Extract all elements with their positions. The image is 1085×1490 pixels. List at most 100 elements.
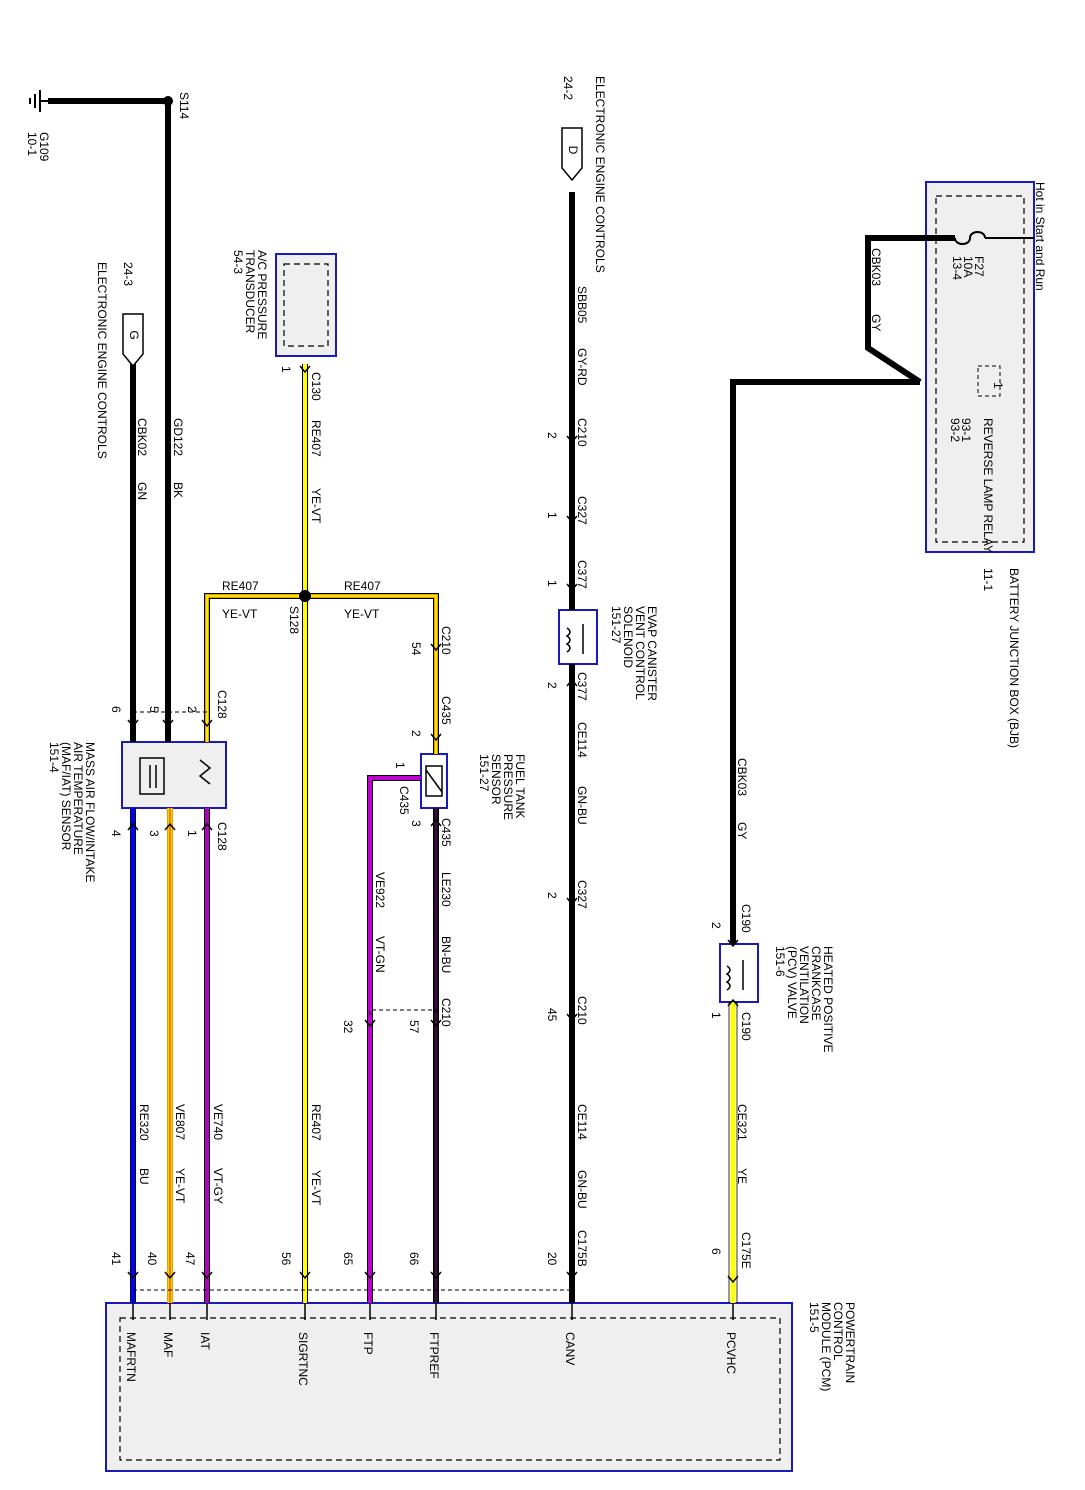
c128-b: C128: [215, 822, 229, 851]
ce114-a-circuit: CE114: [575, 722, 589, 758]
le230-circuit: LE230: [439, 872, 453, 907]
relay-coil-icon: 1: [991, 382, 1005, 389]
battery-junction-box: [925, 181, 1035, 553]
pin-maf-1: 1: [185, 830, 199, 837]
sbb05-color: GY-RD: [575, 348, 589, 386]
ac-l1: A/C PRESSURE: [255, 250, 269, 339]
pcm-sig-pcvhc: PCVHC: [724, 1332, 738, 1374]
cbk02-circuit: CBK02: [135, 418, 149, 456]
pcm-module: [105, 1302, 793, 1472]
ve807-color: YE-VT: [173, 1168, 187, 1204]
connector-chevrons: [127, 365, 739, 1284]
c435-a: C435: [439, 696, 453, 725]
c130: C130: [309, 372, 323, 401]
splice-s128: S128: [287, 606, 301, 634]
pin-pcm-6: 6: [709, 1248, 723, 1255]
ce321-color: YE: [735, 1168, 749, 1184]
pin-maf-6: 6: [109, 706, 123, 713]
shield-lines: [133, 711, 572, 1291]
pin-pcm-40: 40: [145, 1252, 159, 1266]
c190-bottom: C190: [739, 1012, 753, 1041]
sbb05-circuit: SBB05: [575, 286, 589, 324]
pcm-sig-martn: MAFRTN: [124, 1332, 138, 1382]
pin-c377-2: 2: [545, 682, 559, 689]
ce114-b-color: GN-BU: [575, 1170, 589, 1209]
pin-maf-3: 3: [147, 830, 161, 837]
ve922-circuit: VE922: [373, 872, 387, 908]
pcm-l3: MODULE (PCM): [819, 1302, 833, 1391]
ce114-b-circuit: CE114: [575, 1104, 589, 1140]
pcm-pin-stubs: [132, 1303, 734, 1320]
pcm-sig-sigrtnc: SIGRTNC: [296, 1332, 310, 1386]
cbk03-top-circuit: CBK03: [869, 248, 883, 286]
pcv-l3: VENTILATION: [797, 946, 811, 1024]
fuse-name: F27: [972, 256, 986, 277]
maf-sensor-icon: [139, 757, 212, 795]
pcm-l1: POWERTRAIN: [843, 1302, 857, 1383]
ground-id: G109: [37, 132, 51, 162]
offpage-g-label: ELECTRONIC ENGINE CONTROLS: [95, 262, 109, 459]
pcm-sig-iat: IAT: [198, 1332, 212, 1350]
pcm-sig-ftp: FTP: [361, 1332, 375, 1355]
c210-a: C210: [575, 418, 589, 447]
pin-pcm-65: 65: [341, 1252, 355, 1266]
offpage-d-label: ELECTRONIC ENGINE CONTROLS: [593, 76, 607, 273]
c327-a: C327: [575, 496, 589, 525]
pin-c210-57: 57: [407, 1020, 421, 1034]
ve807-circuit: VE807: [173, 1104, 187, 1140]
fuse-ref: 13-4: [950, 256, 964, 280]
evap-solenoid-box: [558, 609, 598, 665]
c327-b: C327: [575, 880, 589, 909]
c377-b: C377: [575, 672, 589, 701]
offpage-connector-d[interactable]: D: [561, 127, 583, 182]
c210-c: C210: [439, 626, 453, 655]
bjb-hot-label: Hot in Start and Run: [1033, 182, 1047, 291]
pcv-l2: CRANKCASE: [809, 946, 823, 1021]
pin-maf-4: 4: [109, 830, 123, 837]
c210-d: C210: [439, 998, 453, 1027]
pcm-ref: 151-5: [807, 1302, 821, 1333]
relay-ref1: 93-1: [959, 418, 973, 442]
c128-a: C128: [215, 690, 229, 719]
pin-pcm-56: 56: [279, 1252, 293, 1266]
maf-l3: (MAF/IAT) SENSOR: [59, 742, 73, 851]
gd122-circuit: GD122: [171, 418, 185, 456]
c175b: C175B: [575, 1230, 589, 1267]
pcm-l2: CONTROL: [831, 1302, 845, 1361]
ce114-a-color: GN-BU: [575, 786, 589, 825]
re407-top-color: YE-VT: [309, 488, 323, 524]
pin-c190-2: 2: [709, 922, 723, 929]
ground-wire: [29, 90, 168, 112]
c377-a: C377: [575, 560, 589, 589]
evap-l2: VENT CONTROL: [633, 606, 647, 700]
cbk03-wire: [730, 231, 1034, 944]
ac-l2: TRANSDUCER: [243, 250, 257, 334]
pin-maf-2: 2: [185, 706, 199, 713]
pcv-l4: (PCV) VALVE: [785, 946, 799, 1019]
ac-transducer-box: [275, 253, 337, 357]
evap-ref: 151-27: [609, 606, 623, 644]
c175e: C175E: [739, 1232, 753, 1269]
pcv-valve-box: [719, 943, 759, 1003]
ce321-circuit: CE321: [735, 1104, 749, 1141]
ftp-sensor-icon: [425, 765, 443, 797]
c190-top: C190: [739, 904, 753, 933]
offpage-g-ref: 24-3: [121, 262, 135, 286]
cbk03-top-color: GY: [869, 314, 883, 331]
ve922-color: VT-GN: [373, 936, 387, 973]
pin-maf-5: 5: [147, 706, 161, 713]
pin-c210-54: 54: [409, 642, 423, 656]
offpage-connector-g[interactable]: G: [122, 313, 144, 368]
re407-low-circuit: RE407: [309, 1104, 323, 1141]
offpage-d-letter: D: [566, 146, 580, 155]
gd122-color: BK: [171, 482, 185, 498]
splice-s128-dot: [299, 590, 311, 602]
c435-c: C435: [439, 818, 453, 847]
pin-pcm-47: 47: [183, 1252, 197, 1266]
solenoid-coil-icon: [565, 624, 584, 654]
evap-l1: EVAP CANISTER: [645, 606, 659, 701]
pcm-sig-ftpref: FTPREF: [427, 1332, 441, 1379]
offpage-g-letter: G: [127, 330, 141, 339]
le230-color: BN-BU: [439, 936, 453, 973]
ftp-l2: PRESSURE: [501, 754, 515, 820]
